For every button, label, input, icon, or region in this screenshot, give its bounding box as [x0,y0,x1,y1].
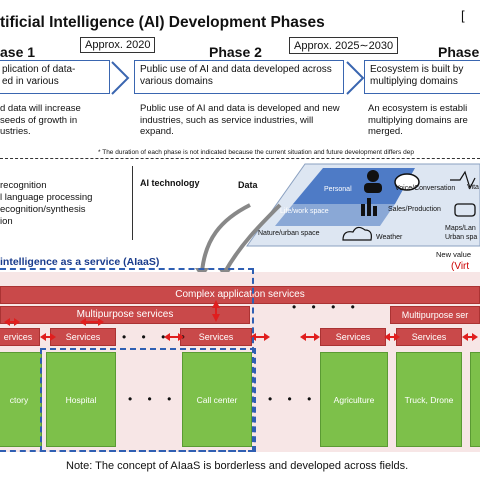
phase-2-box: Public use of AI and data developed acro… [134,60,344,94]
corner-mark: [ [461,8,465,23]
phase-1-box: plication of data- ed in various [0,60,110,94]
ellipsis: • • • • [292,300,361,314]
domain-box-call-center: Call center [182,352,252,447]
ellipsis: • • • [268,392,318,406]
ai-tech-item: ion [0,216,13,227]
ellipsis: • • • [128,392,178,406]
phase-3-approx: Approx. 2025∼2030 [289,37,399,54]
ai-tech-item: l language processing [0,192,93,203]
map-label-maps: Maps/Lan [445,225,476,232]
aiaas-boundary-inner [40,348,256,452]
map-label-voice: Voice/Conversation [395,185,456,192]
domain-box-partial [470,352,480,447]
aiaas-label: intelligence as a service (AIaaS) [0,256,160,268]
phase-3-description: An ecosystem is establi multiplying doma… [368,103,468,137]
phase-1-label: ase 1 [0,44,36,60]
phase-1-description: d data will increase seeds of growth in … [0,103,81,137]
service-box: ervices [0,328,40,346]
data-label: Data [238,180,258,190]
phase-3-box: Ecosystem is built by multiplying domain… [364,60,480,94]
ai-technology-label: AI technology [140,178,200,188]
new-value-label: New value [436,250,472,259]
ai-tech-item: recognition [0,180,47,191]
domain-box-hospital: Hospital [46,352,116,447]
phase-2-label: Phase 2 [209,44,262,60]
ai-tech-list: recognition l language processing ecogni… [0,180,92,228]
phase-2-description: Public use of AI and data is developed a… [140,103,340,137]
map-label-nature-urban: Nature/urban space [258,230,320,237]
virtual-label: (Virt [451,261,470,272]
divider [0,158,480,159]
ellipsis: • • • • [122,330,191,344]
map-label-sales: Sales/Production [388,206,441,213]
map-label-vital: Vita [467,184,479,191]
multipurpose-services-left: Multipurpose services [0,306,250,324]
page-title: tificial Intelligence (AI) Development P… [0,14,325,31]
data-map-graphic [246,163,480,247]
duration-note: * The duration of each phase is not indi… [98,149,414,156]
chevron-right-icon [346,61,365,95]
ai-technology-frame [132,166,263,240]
phase-3-label: Phase [438,44,480,60]
footer-note: Note: The concept of AIaaS is borderless… [66,460,409,472]
map-label-personal: Personal [324,186,352,193]
map-label-life-work: Life/work space [280,208,329,215]
chevron-right-icon [111,61,130,95]
ai-tech-item: ecognition/synthesis [0,204,86,215]
phase-2-approx: Approx. 2020 [80,37,156,53]
domain-box-factory: ctory [0,352,42,447]
domain-box-agriculture: Agriculture [320,352,388,447]
map-label-urban-spa: Urban spa [445,234,478,241]
map-label-weather: Weather [376,234,403,241]
connector-arrows [4,300,478,341]
domain-box-truck-drone: Truck, Drone [396,352,462,447]
